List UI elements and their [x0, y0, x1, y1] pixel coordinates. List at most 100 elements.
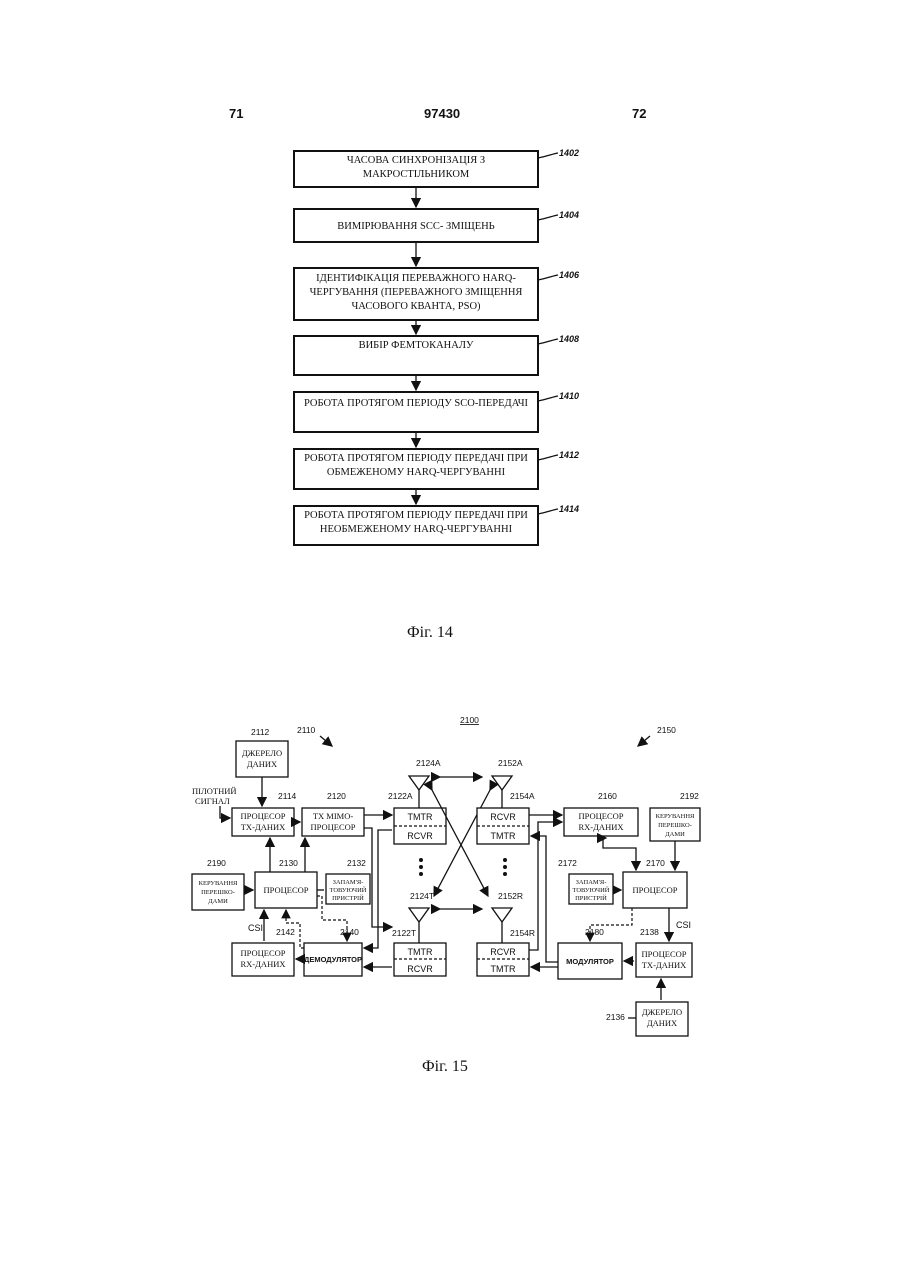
antenna-left-t-icon [409, 908, 429, 922]
interference-control-left-line1: КЕРУВАННЯ [199, 880, 238, 887]
ref-1408: 1408 [559, 334, 579, 344]
transceiver-right-r-top: RCVR [490, 947, 516, 957]
ref-2160: 2160 [598, 791, 617, 801]
leader-1412 [538, 455, 558, 460]
data-source-right-line1: ДЖЕРЕЛО [642, 1007, 682, 1017]
step-1406-line1: ІДЕНТИФІКАЦІЯ ПЕРЕВАЖНОГО HARQ- [316, 273, 516, 284]
tx-data-processor-right-line1: ПРОЦЕСОР [642, 949, 687, 959]
ref-2170: 2170 [646, 858, 665, 868]
step-1402-line2: МАКРОСТІЛЬНИКОМ [363, 169, 470, 180]
data-source-left-line1: ДЖЕРЕЛО [242, 748, 282, 758]
ref-2138: 2138 [640, 927, 659, 937]
transceiver-left-a-bottom: RCVR [407, 831, 433, 841]
memory-left-line3: ПРИСТРІЙ [332, 894, 364, 902]
memory-right-line3: ПРИСТРІЙ [575, 894, 607, 902]
leader-1406 [538, 275, 558, 280]
pilot-signal-line1: ПІЛОТНИЙ [192, 786, 236, 796]
rx-data-processor-right-line1: ПРОЦЕСОР [579, 811, 624, 821]
arrow-mod-tmtr-a [531, 836, 558, 962]
interference-control-right-line1: КЕРУВАННЯ [656, 813, 695, 820]
rx-data-processor-right-line2: RX-ДАНИХ [579, 822, 624, 832]
fig14-caption: Фіг. 14 [407, 624, 453, 642]
pilot-signal-line2: СИГНАЛ [195, 796, 230, 806]
tx-data-processor-right-line2: TX-ДАНИХ [642, 960, 687, 970]
transceiver-left-t-top: TMTR [408, 947, 433, 957]
ref-2154a: 2154A [510, 791, 535, 801]
ref-2110: 2110 [297, 725, 316, 735]
transceiver-left-t-bottom: RCVR [407, 964, 433, 974]
leader-2110 [320, 736, 332, 746]
tx-mimo-processor-line2: ПРОЦЕСОР [311, 822, 356, 832]
ref-2122t: 2122T [392, 928, 416, 938]
tx-data-processor-left-line2: TX-ДАНИХ [241, 822, 286, 832]
ref-2124t: 2124T [410, 891, 434, 901]
tx-mimo-processor-line1: TX MIMO- [313, 811, 354, 821]
leader-1410 [538, 396, 558, 401]
step-1408-line1: ВИБІР ФЕМТОКАНАЛУ [359, 340, 474, 351]
ref-1406: 1406 [559, 270, 580, 280]
modulator-label: МОДУЛЯТОР [566, 957, 614, 966]
arrow-pilot [220, 806, 230, 818]
ref-2154r: 2154R [510, 928, 535, 938]
ref-1410: 1410 [559, 391, 579, 401]
leader-2150 [638, 736, 650, 746]
ref-2150: 2150 [657, 725, 676, 735]
leader-1414 [538, 509, 558, 514]
ref-2122a: 2122A [388, 791, 413, 801]
step-1406-line2: ЧЕРГУВАННЯ (ПЕРЕВАЖНОГО ЗМІЩЕННЯ [310, 287, 523, 298]
step-1414-line2: НЕОБМЕЖЕНОМУ HARQ-ЧЕРГУВАННІ [320, 524, 513, 535]
antenna-right-r-icon [492, 908, 512, 922]
antenna-right-a-icon [492, 776, 512, 790]
leader-1408 [538, 339, 558, 344]
ref-1414: 1414 [559, 504, 579, 514]
memory-right-line2: ТОВУЮЧИЙ [572, 886, 609, 894]
rx-data-processor-left-line1: ПРОЦЕСОР [241, 948, 286, 958]
demodulator-label: ДЕМОДУЛЯТОР [304, 955, 362, 964]
ref-2136: 2136 [606, 1012, 625, 1022]
memory-right-line1: ЗАПАМ'Я- [576, 879, 607, 886]
interference-control-right-line2: ПЕРЕШКО- [658, 822, 692, 829]
ref-2190: 2190 [207, 858, 226, 868]
leader-1402 [538, 153, 558, 158]
step-1410-line1: РОБОТА ПРОТЯГОМ ПЕРІОДУ SCO-ПЕРЕДАЧІ [304, 398, 529, 409]
ellipsis-dot-left-1 [419, 858, 423, 862]
ref-2180: 2180 [585, 927, 604, 937]
ref-2114: 2114 [278, 791, 297, 801]
transceiver-left-a-top: TMTR [408, 812, 433, 822]
ref-2152r: 2152R [498, 891, 523, 901]
transceiver-right-r-bottom: TMTR [491, 964, 516, 974]
interference-control-right-line3: ДАМИ [665, 831, 685, 838]
ref-2142: 2142 [276, 927, 295, 937]
csi-right-label: CSI [676, 920, 691, 930]
ref-2140: 2140 [340, 927, 359, 937]
transceiver-right-a-top: RCVR [490, 812, 516, 822]
rx-data-processor-left-line2: RX-ДАНИХ [241, 959, 286, 969]
step-1402-line1: ЧАСОВА СИНХРОНІЗАЦІЯ З [347, 155, 485, 166]
tx-data-processor-left-line1: ПРОЦЕСОР [241, 811, 286, 821]
ellipsis-dot-right-3 [503, 872, 507, 876]
ref-1402: 1402 [559, 148, 579, 158]
ref-2112: 2112 [251, 727, 270, 737]
ref-2192: 2192 [680, 791, 699, 801]
fig15-caption: Фіг. 15 [422, 1058, 468, 1076]
ref-2130: 2130 [279, 858, 298, 868]
ref-1404: 1404 [559, 210, 579, 220]
ref-2172: 2172 [558, 858, 577, 868]
memory-left-line1: ЗАПАМ'Я- [333, 879, 364, 886]
data-source-right-line2: ДАНИХ [647, 1018, 677, 1028]
antenna-left-a-icon [409, 776, 429, 790]
fig15-block-diagram: 2100 2110 2150 2112 ДЖЕРЕЛО ДАНИХ ПІЛОТН… [192, 715, 700, 1036]
ref-1412: 1412 [559, 450, 579, 460]
ref-2124a: 2124A [416, 758, 441, 768]
data-source-left-line2: ДАНИХ [247, 759, 277, 769]
ref-2120: 2120 [327, 791, 346, 801]
processor-right-line1: ПРОЦЕСОР [633, 885, 678, 895]
fig14-flowchart: ЧАСОВА СИНХРОНІЗАЦІЯ З МАКРОСТІЛЬНИКОМ 1… [294, 148, 580, 545]
ref-2152a: 2152A [498, 758, 523, 768]
ref-2132: 2132 [347, 858, 366, 868]
csi-left-label: CSI [248, 923, 263, 933]
interference-control-left-line3: ДАМИ [208, 898, 228, 905]
ellipsis-dot-left-3 [419, 872, 423, 876]
interference-control-left-line2: ПЕРЕШКО- [201, 889, 235, 896]
ellipsis-dot-right-1 [503, 858, 507, 862]
